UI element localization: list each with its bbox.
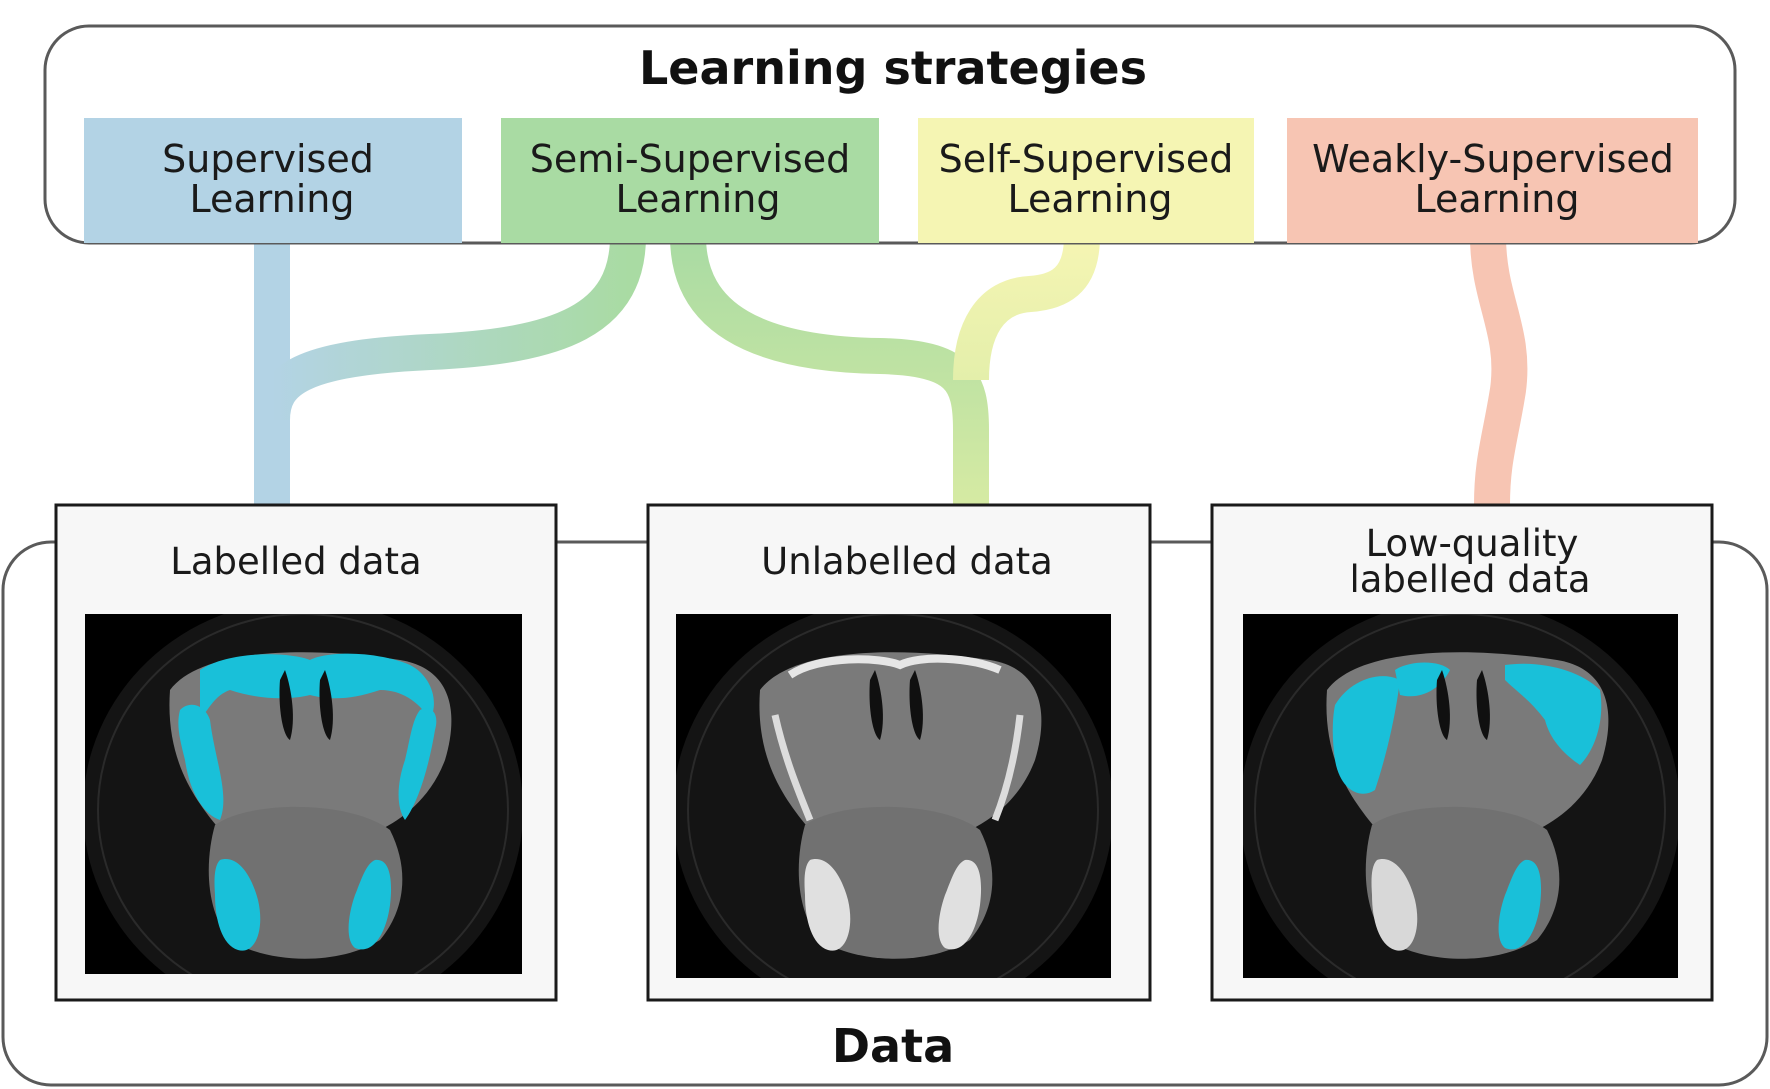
strategy-weakly-supervised-box (1287, 118, 1698, 243)
strategies-group-title: Learning strategies (639, 41, 1147, 95)
link-self-unlabelled (953, 235, 1100, 381)
link-weakly-lowquality (1470, 235, 1528, 506)
strategy-semi-supervised-label-2: Learning (616, 177, 781, 221)
ct-image-low-quality (1243, 614, 1678, 978)
data-panel-low-quality[interactable]: Low-quality labelled data (1210, 503, 1714, 1020)
strategy-weakly-supervised-label-1: Weakly-Supervised (1312, 137, 1674, 181)
strategy-semi-supervised-box (501, 118, 879, 243)
strategy-self-supervised-label-1: Self-Supervised (939, 137, 1234, 181)
strategy-supervised-label-1: Supervised (162, 137, 374, 181)
strategy-semi-supervised-label-1: Semi-Supervised (530, 137, 850, 181)
strategy-supervised-label-2: Learning (190, 177, 355, 221)
strategy-self-supervised[interactable]: Self-Supervised Learning (918, 118, 1254, 243)
data-panel-labelled-title: Labelled data (170, 540, 421, 583)
link-semi-unlabelled (670, 235, 989, 505)
strategies-group-frame (43, 24, 1737, 245)
ct-image-unlabelled (676, 614, 1111, 978)
strategy-self-supervised-label-2: Learning (1008, 177, 1173, 221)
strategy-self-supervised-box (918, 118, 1254, 243)
data-panel-unlabelled[interactable]: Unlabelled data (646, 503, 1152, 1020)
data-panel-low-quality-title-2: labelled data (1349, 558, 1590, 601)
data-group-title: Data (832, 1019, 954, 1073)
strategy-supervised[interactable]: Supervised Learning (84, 118, 462, 243)
strategy-weakly-supervised[interactable]: Weakly-Supervised Learning (1287, 118, 1698, 243)
data-panel-low-quality-title-1: Low-quality (1366, 522, 1579, 565)
connectors (254, 235, 1528, 506)
data-panel-unlabelled-title: Unlabelled data (761, 540, 1053, 583)
strategy-weakly-supervised-label-2: Learning (1415, 177, 1580, 221)
strategy-supervised-box (84, 118, 462, 243)
ct-image-labelled (85, 614, 522, 974)
strategy-semi-supervised[interactable]: Semi-Supervised Learning (501, 118, 879, 243)
link-semi-labelled (254, 235, 646, 421)
data-panel-labelled[interactable]: Labelled data (54, 503, 558, 1020)
